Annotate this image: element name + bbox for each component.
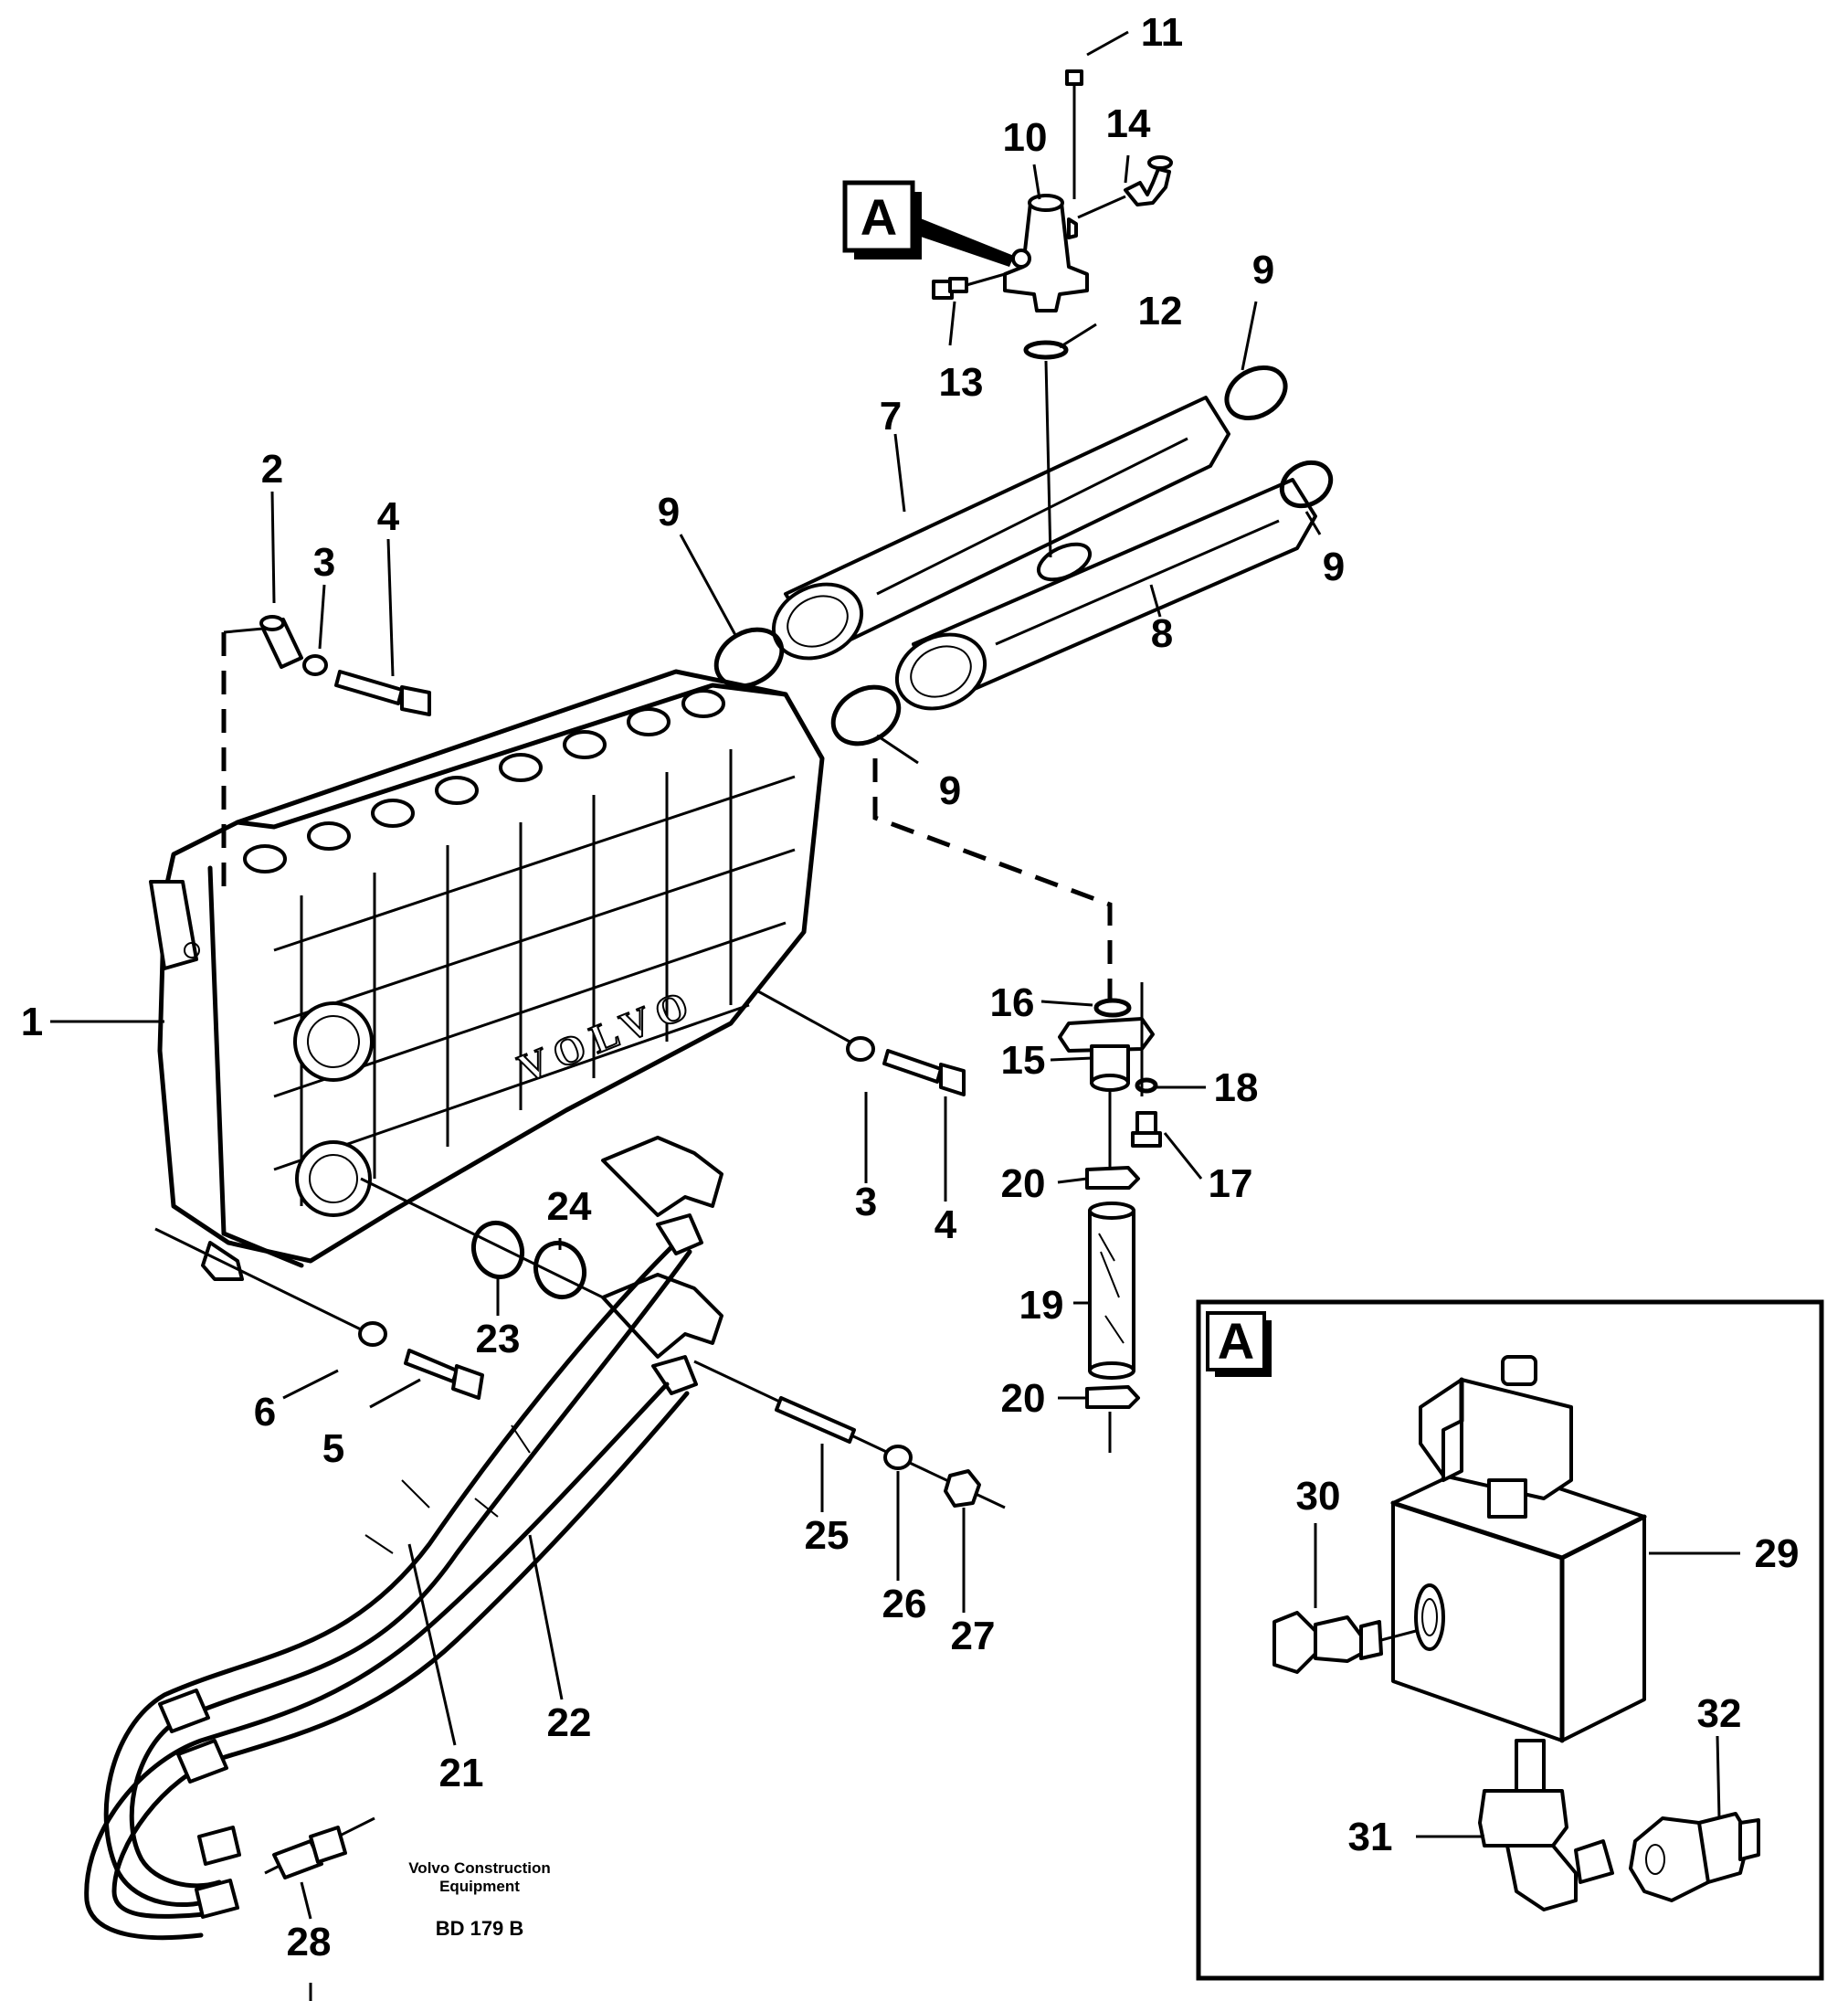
pressure-switch-30	[1272, 1611, 1417, 1674]
sensor-28	[264, 1816, 375, 2001]
callout-29: 29	[1755, 1531, 1800, 1576]
credit-line-2: Equipment	[439, 1878, 520, 1895]
view-marker-label: A	[861, 188, 897, 246]
callout-32: 32	[1697, 1691, 1742, 1736]
callout-12: 12	[1138, 289, 1183, 334]
callout-18: 18	[1214, 1065, 1259, 1110]
stud-set	[693, 1360, 1006, 1509]
callout-8: 8	[1151, 611, 1173, 656]
view-marker-a: A	[842, 180, 1014, 267]
callout-30: 30	[1296, 1474, 1341, 1519]
callout-16: 16	[990, 980, 1035, 1025]
callout-26: 26	[882, 1582, 927, 1626]
callout-9-left: 9	[658, 490, 680, 535]
callout-27: 27	[951, 1614, 996, 1658]
o-ring-12	[1023, 340, 1069, 360]
credit-line-1: Volvo Construction	[408, 1859, 551, 1877]
callout-11: 11	[1141, 10, 1184, 55]
callout-20-upper: 20	[1001, 1161, 1046, 1206]
callout-1: 1	[21, 1000, 43, 1044]
solenoid-block	[1390, 1355, 1647, 1743]
callout-24: 24	[547, 1184, 592, 1229]
pressure-switch-32	[1629, 1812, 1760, 1902]
callout-15: 15	[1001, 1038, 1046, 1083]
callout-19: 19	[1019, 1283, 1064, 1328]
elbow-fitting-14	[1077, 155, 1173, 219]
elbow-31	[1478, 1739, 1614, 1911]
o-ring-23	[471, 1220, 524, 1280]
bolt-set-right	[757, 990, 966, 1096]
callout-14: 14	[1106, 101, 1151, 146]
callout-9-upper-right: 9	[1252, 248, 1274, 292]
cooler-housing: VOLVO	[149, 669, 825, 1281]
callout-25: 25	[805, 1513, 850, 1558]
callout-3-right: 3	[855, 1180, 877, 1224]
svg-text:VOLVO: VOLVO	[512, 979, 702, 1091]
callout-7: 7	[880, 394, 902, 439]
callout-28: 28	[287, 1920, 332, 1964]
callout-22: 22	[547, 1700, 592, 1745]
callout-17: 17	[1209, 1161, 1253, 1206]
callout-13: 13	[939, 360, 984, 405]
callout-4-top: 4	[377, 494, 400, 539]
cooler-tube-upper	[771, 396, 1230, 661]
plug-13	[932, 272, 1006, 300]
bolt-set-upper	[221, 615, 431, 891]
callout-21: 21	[439, 1751, 484, 1795]
callout-4-right: 4	[935, 1202, 957, 1247]
o-ring-24	[533, 1240, 586, 1300]
adapter-15	[1058, 982, 1162, 1148]
callout-3-top: 3	[313, 540, 335, 585]
detail-inset: A	[1196, 1299, 1824, 1981]
callout-31: 31	[1348, 1815, 1393, 1859]
cooler-tube-lower	[894, 478, 1317, 711]
callout-6: 6	[254, 1390, 276, 1435]
credit-block: Volvo Construction Equipment BD 179 B	[408, 1859, 551, 1940]
valve-housing	[1003, 194, 1089, 312]
callout-5: 5	[322, 1426, 344, 1471]
callout-numbers: 1 2 3 4 3 4 5 6 7 8 9 9 9 9 10 11 12 13 …	[21, 10, 1800, 1964]
dashed-connector-right	[872, 758, 1113, 1005]
callout-20-lower: 20	[1001, 1376, 1046, 1421]
drawing-code: BD 179 B	[436, 1917, 524, 1940]
hose-assembly	[84, 1136, 723, 1941]
callout-9-lower: 9	[939, 768, 961, 813]
callout-10: 10	[1003, 115, 1048, 160]
callout-2: 2	[261, 447, 283, 492]
callout-9-right: 9	[1323, 545, 1345, 589]
inset-marker-label: A	[1218, 1312, 1254, 1370]
bolt-set-lower	[154, 1227, 484, 1400]
leader-lines	[50, 30, 1322, 1920]
screw-11	[1065, 69, 1083, 199]
callout-23: 23	[476, 1317, 521, 1361]
hose-19	[1085, 1092, 1140, 1453]
